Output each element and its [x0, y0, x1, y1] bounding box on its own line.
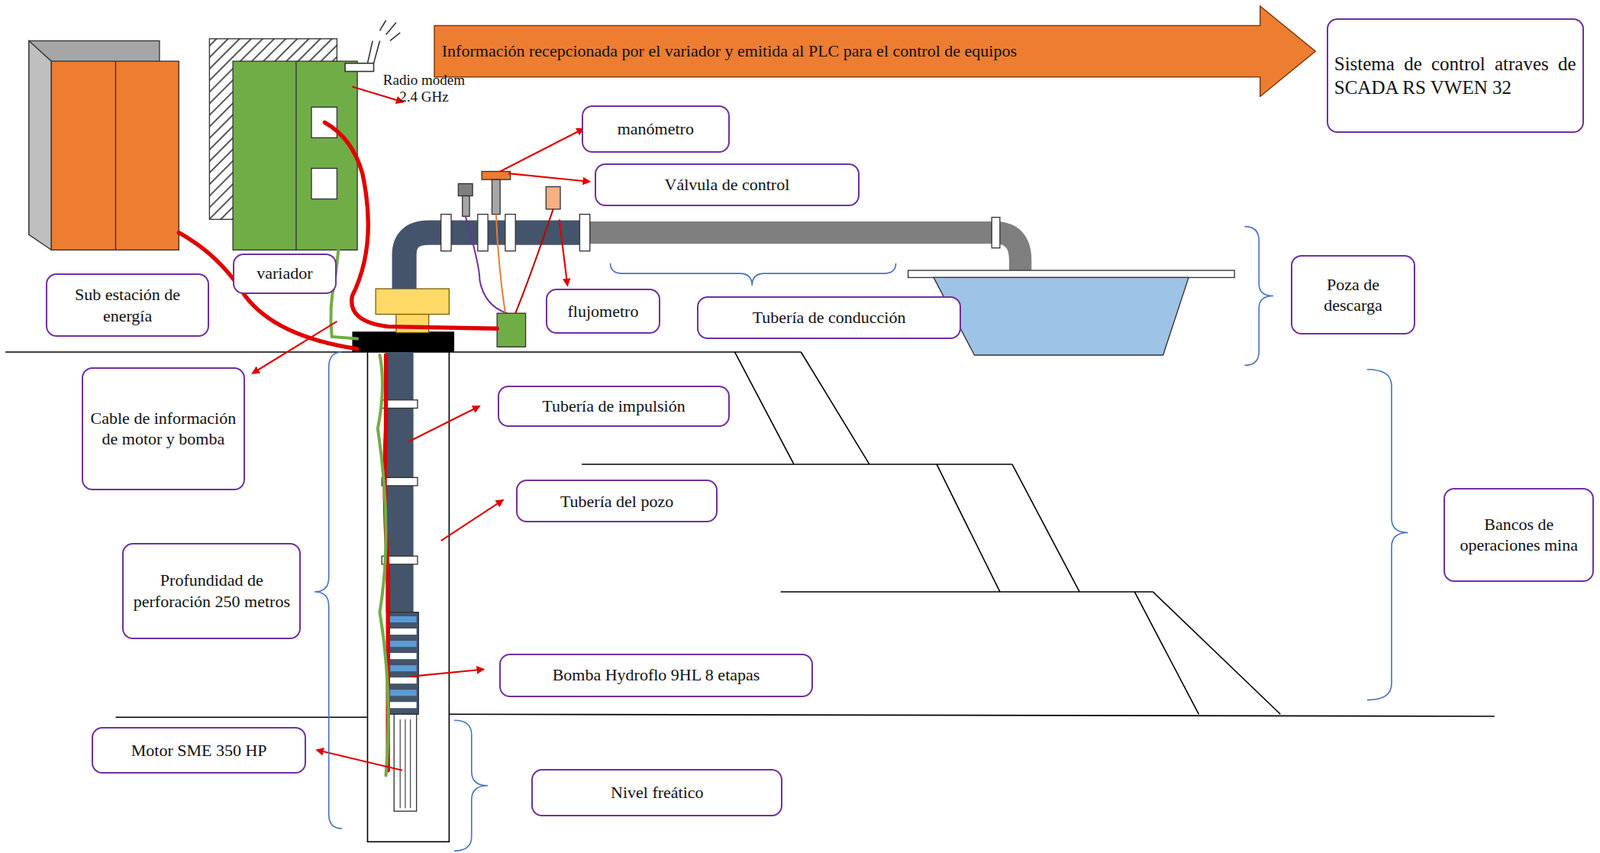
node-text: manómetro — [617, 118, 694, 140]
label-box: Poza de descarga — [1290, 254, 1416, 335]
node-text: Sub estación de energía — [53, 283, 202, 326]
node-text: Bomba Hydroflo 9HL 8 etapas — [552, 664, 761, 686]
node-text: Bancos de operaciones mina — [1451, 513, 1587, 556]
node-text: Profundidad de perforación 250 metros — [129, 569, 294, 612]
label-box: Motor SME 350 HP — [91, 726, 307, 774]
label-box: Profundidad de perforación 250 metros — [122, 542, 301, 639]
label-box: Sub estación de energía — [45, 273, 210, 337]
label-box: Bomba Hydroflo 9HL 8 etapas — [499, 653, 814, 697]
node-text: Válvula de control — [664, 174, 791, 196]
label-box: flujometro — [545, 288, 661, 334]
node-text: Tubería de conducción — [752, 306, 907, 329]
part-label: Radio modem 2.4 GHz — [375, 71, 473, 107]
node-text: Nivel freático — [610, 781, 704, 804]
label-box: Tubería de impulsión — [497, 385, 730, 426]
node-text: Sistema de control atraves de SCADA RS V… — [1334, 51, 1577, 100]
label-box: Sistema de control atraves de SCADA RS V… — [1326, 18, 1584, 133]
arrow-shape: Información recepcionada por el variador… — [433, 5, 1317, 97]
node-text: Cable de información de motor y bomba — [89, 407, 238, 450]
node-text: Tubería del pozo — [560, 490, 674, 513]
node-text: Tubería de impulsión — [541, 395, 685, 417]
node-text: flujometro — [567, 300, 639, 323]
node-text: variador — [256, 262, 313, 284]
label-box: Cable de información de motor y bomba — [81, 367, 246, 490]
label-box: Tubería de conducción — [696, 296, 962, 339]
label-box: manómetro — [581, 105, 730, 154]
label-box: Bancos de operaciones mina — [1443, 487, 1594, 582]
node-text: Poza de descarga — [1298, 274, 1408, 317]
label-box: variador — [232, 253, 337, 294]
node-text: Motor SME 350 HP — [131, 739, 268, 762]
label-box: Nivel freático — [531, 768, 783, 817]
label-box: Válvula de control — [594, 163, 859, 207]
node-text: Información recepcionada por el variador… — [441, 40, 1017, 62]
label-box: Tubería del pozo — [516, 479, 717, 523]
